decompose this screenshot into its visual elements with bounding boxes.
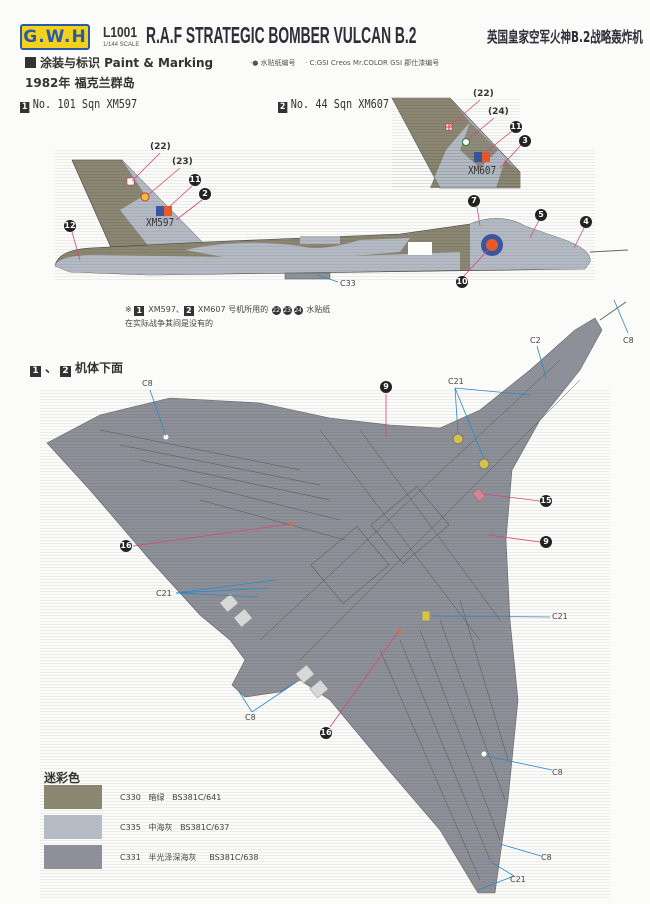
color-code: C330 <box>120 793 141 802</box>
note-text: 号机所用的 <box>228 305 269 314</box>
swatch-medium-sea-grey <box>44 815 102 839</box>
underside-view-aircraft <box>40 301 627 900</box>
bs-code: BS381C/637 <box>180 823 230 832</box>
color-callout-c21: C21 <box>448 377 464 386</box>
bs-code: BS381C/641 <box>172 793 222 802</box>
decal-callout-15: 15 <box>540 495 552 507</box>
bomb-bay-doors <box>284 272 331 280</box>
decal-callout-10: 10 <box>456 276 468 288</box>
decal-callout-4: 4 <box>580 216 592 228</box>
scheme-number-badge: 2 <box>278 102 288 113</box>
decal-callout-16: 16 <box>320 727 332 739</box>
note-mark: ※ <box>125 305 132 314</box>
side-view-aircraft <box>54 150 629 280</box>
underside-heading-text: 机体下面 <box>75 361 124 375</box>
page-title-chinese: 英国皇家空军火神B.2战略轰炸机 <box>487 28 643 46</box>
color-name: 中海灰 <box>148 823 173 832</box>
decal-callout-23: (23) <box>172 157 193 167</box>
color-code: C331 <box>120 853 141 862</box>
decal-callout-22: (22) <box>473 89 494 99</box>
bs-code: BS381C/638 <box>209 853 259 862</box>
color-name: 暗绿 <box>148 793 165 802</box>
decal-note-line-2: 在实际战争其间是没有的 <box>125 319 213 328</box>
decal-number-22: 22 <box>271 306 281 315</box>
color-callout-c8: C8 <box>541 853 552 862</box>
gwh-logo: G.W.H <box>20 24 90 50</box>
scheme-number-badge: 2 <box>60 366 72 377</box>
decal-callout-22: (22) <box>150 142 171 152</box>
page-title: R.A.F STRATEGIC BOMBER VULCAN B.2 <box>146 22 417 48</box>
color-callout-c8: C8 <box>142 379 153 388</box>
scheme-number-badge: 1 <box>134 306 145 316</box>
color-name: 半光泽深海灰 <box>148 853 197 862</box>
decal-callout-11: 11 <box>510 121 522 133</box>
bomb-bay-panel <box>408 242 432 255</box>
decal-number-23: 23 <box>282 306 292 315</box>
decal-legend: ·● 水贴纸编号 <box>250 59 296 67</box>
color-callout-c8: C8 <box>245 713 256 722</box>
camo-legend-title: 迷彩色 <box>44 771 81 785</box>
roundel-inner <box>486 239 498 251</box>
camo-color-row: C331 半光泽深海灰 BS381C/638 <box>120 852 258 863</box>
square-bullet-icon <box>25 57 36 68</box>
color-callout-c21: C21 <box>552 612 568 621</box>
decal-callout-9: 9 <box>540 536 552 548</box>
camo-color-row: C335 中海灰 BS381C/637 <box>120 822 229 833</box>
swatch-dark-sea-grey <box>44 845 102 869</box>
scheme-number-badge: 2 <box>183 306 194 316</box>
scheme-number-badge: 1 <box>20 102 30 113</box>
refuel-probe <box>589 249 629 253</box>
swatch-dark-green <box>44 785 102 809</box>
xm607-serial: XM607 <box>468 164 497 177</box>
color-callout-c33: C33 <box>340 279 356 288</box>
heading-separator: 、 <box>45 361 58 375</box>
section-heading: 涂装与标识 Paint & Marking <box>25 54 213 71</box>
note-serial-1: XM597、 <box>148 305 184 314</box>
decal-callout-11: 11 <box>189 174 201 186</box>
scheme-subtitle: 1982年 福克兰群岛 <box>25 76 135 90</box>
scheme-2-text: No. 44 Sqn XM607 <box>290 97 390 111</box>
kit-scale: 1/144 SCALE <box>103 42 140 48</box>
xm597-serial: XM597 <box>146 216 175 229</box>
section-heading-text: 涂装与标识 Paint & Marking <box>40 56 214 70</box>
color-callout-c8: C8 <box>623 336 634 345</box>
kit-code: L1001 <box>103 24 138 41</box>
decal-callout-9: 9 <box>380 381 392 393</box>
note-text: 水贴纸 <box>306 305 331 314</box>
decal-callout-5: 5 <box>535 209 547 221</box>
squadron-badge <box>462 138 470 146</box>
decal-callout-3: 3 <box>519 135 531 147</box>
decal-callout-7: 7 <box>468 195 480 207</box>
color-code: C335 <box>120 823 141 832</box>
color-callout-c8: C8 <box>552 768 563 777</box>
decal-callout-16: 16 <box>120 540 132 552</box>
decal-callout-2: 2 <box>199 188 211 200</box>
decal-callout-24: (24) <box>488 107 509 117</box>
color-callout-c21: C21 <box>156 589 172 598</box>
color-callout-c2: C2 <box>530 336 541 345</box>
note-serial-2: XM607 <box>197 305 226 314</box>
camo-color-row: C330 暗绿 BS381C/641 <box>120 792 221 803</box>
decal-callout-12: 12 <box>64 220 76 232</box>
leader-lines <box>71 99 629 891</box>
color-legend: · C:GSI Creos Mr.COLOR GSI 郡仕漆编号 <box>305 59 440 67</box>
scheme-number-badge: 1 <box>30 366 41 377</box>
decal-number-24: 24 <box>293 306 303 315</box>
color-callout-c21: C21 <box>510 875 526 884</box>
scheme-1-text: No. 101 Sqn XM597 <box>32 97 138 111</box>
